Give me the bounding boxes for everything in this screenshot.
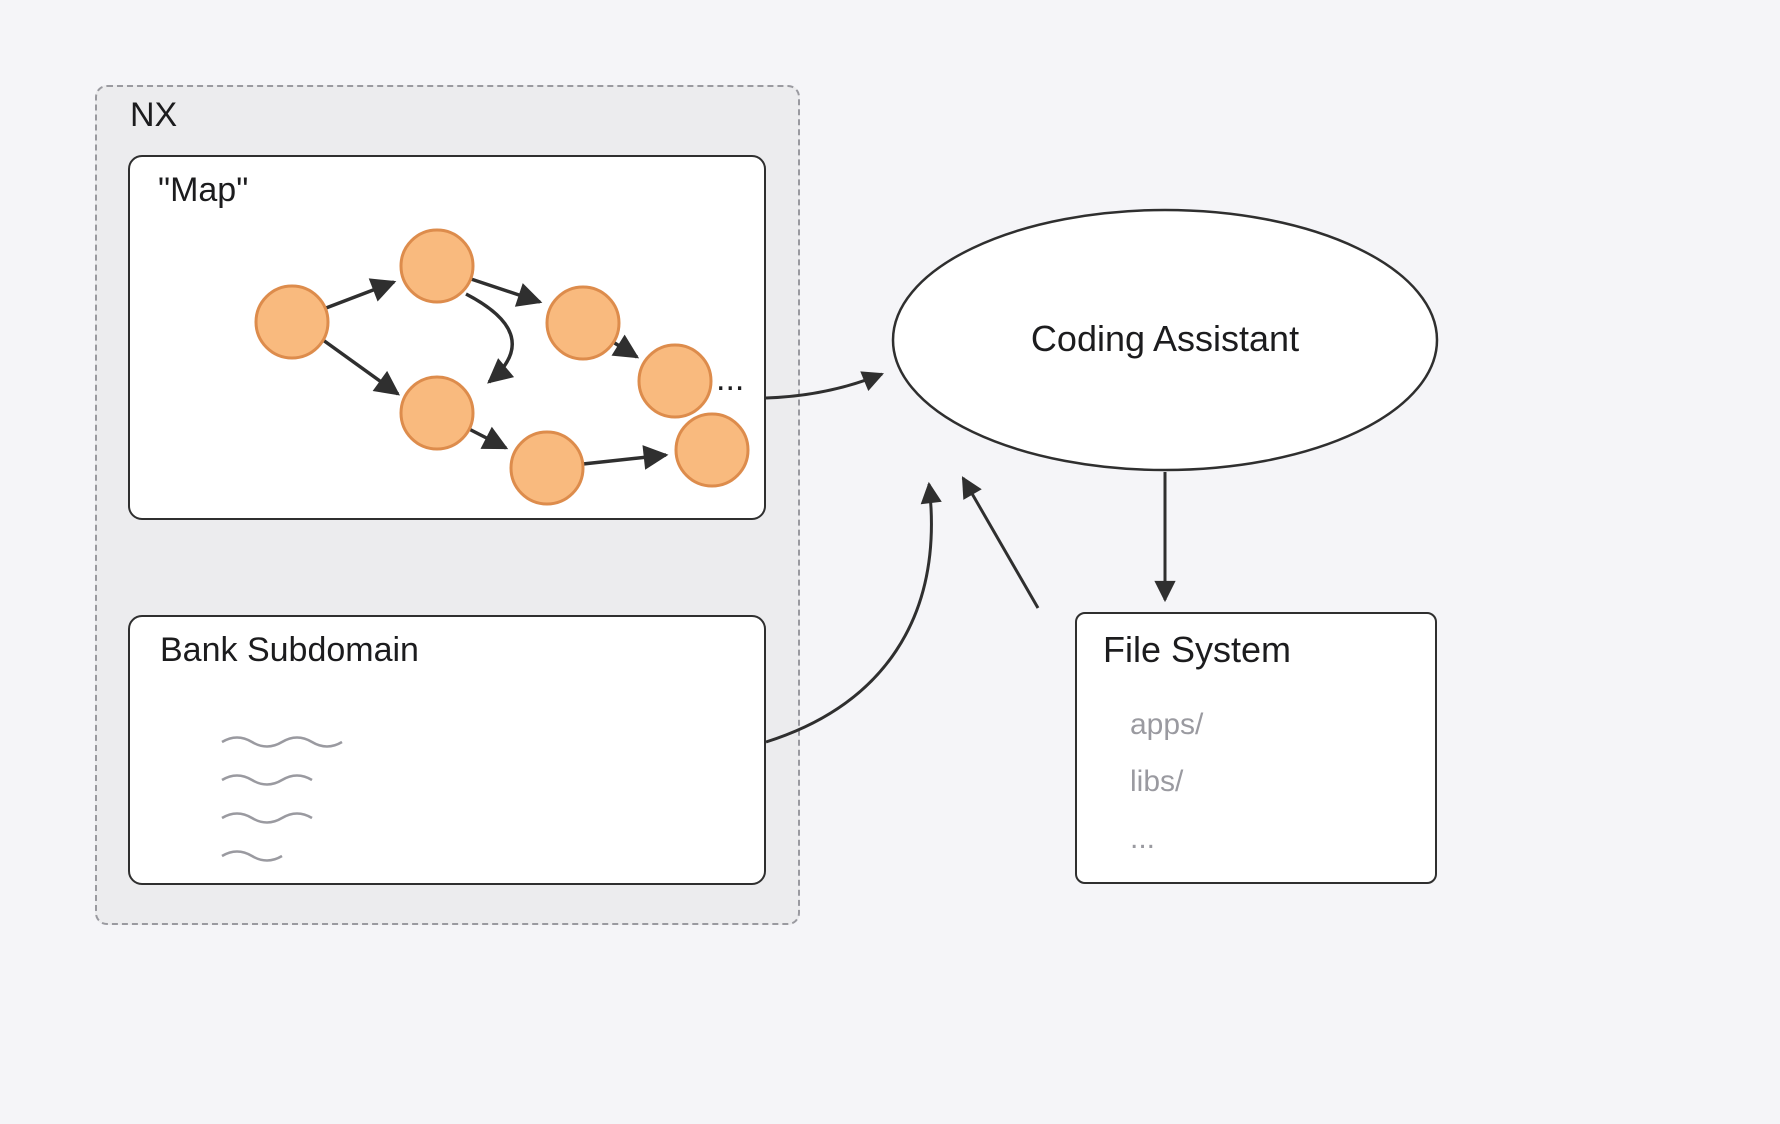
file-system-item-libs: libs/	[1130, 765, 1184, 798]
nx-group-label: NX	[130, 96, 178, 134]
arrow-filesystem-to-assistant	[961, 476, 1040, 609]
file-system-box	[1075, 612, 1437, 884]
map-box-label: "Map"	[158, 171, 249, 209]
file-system-label: File System	[1103, 629, 1292, 670]
graph-ellipsis-text: ...	[716, 360, 745, 398]
file-system-items: apps/ libs/ ...	[1130, 708, 1203, 879]
map-box	[128, 155, 766, 520]
bank-subdomain-box	[128, 615, 766, 885]
coding-assistant-label: Coding Assistant	[1030, 318, 1300, 359]
file-system-item-apps: apps/	[1130, 708, 1204, 741]
bank-subdomain-label: Bank Subdomain	[160, 631, 419, 669]
file-system-item-more: ...	[1130, 822, 1156, 855]
